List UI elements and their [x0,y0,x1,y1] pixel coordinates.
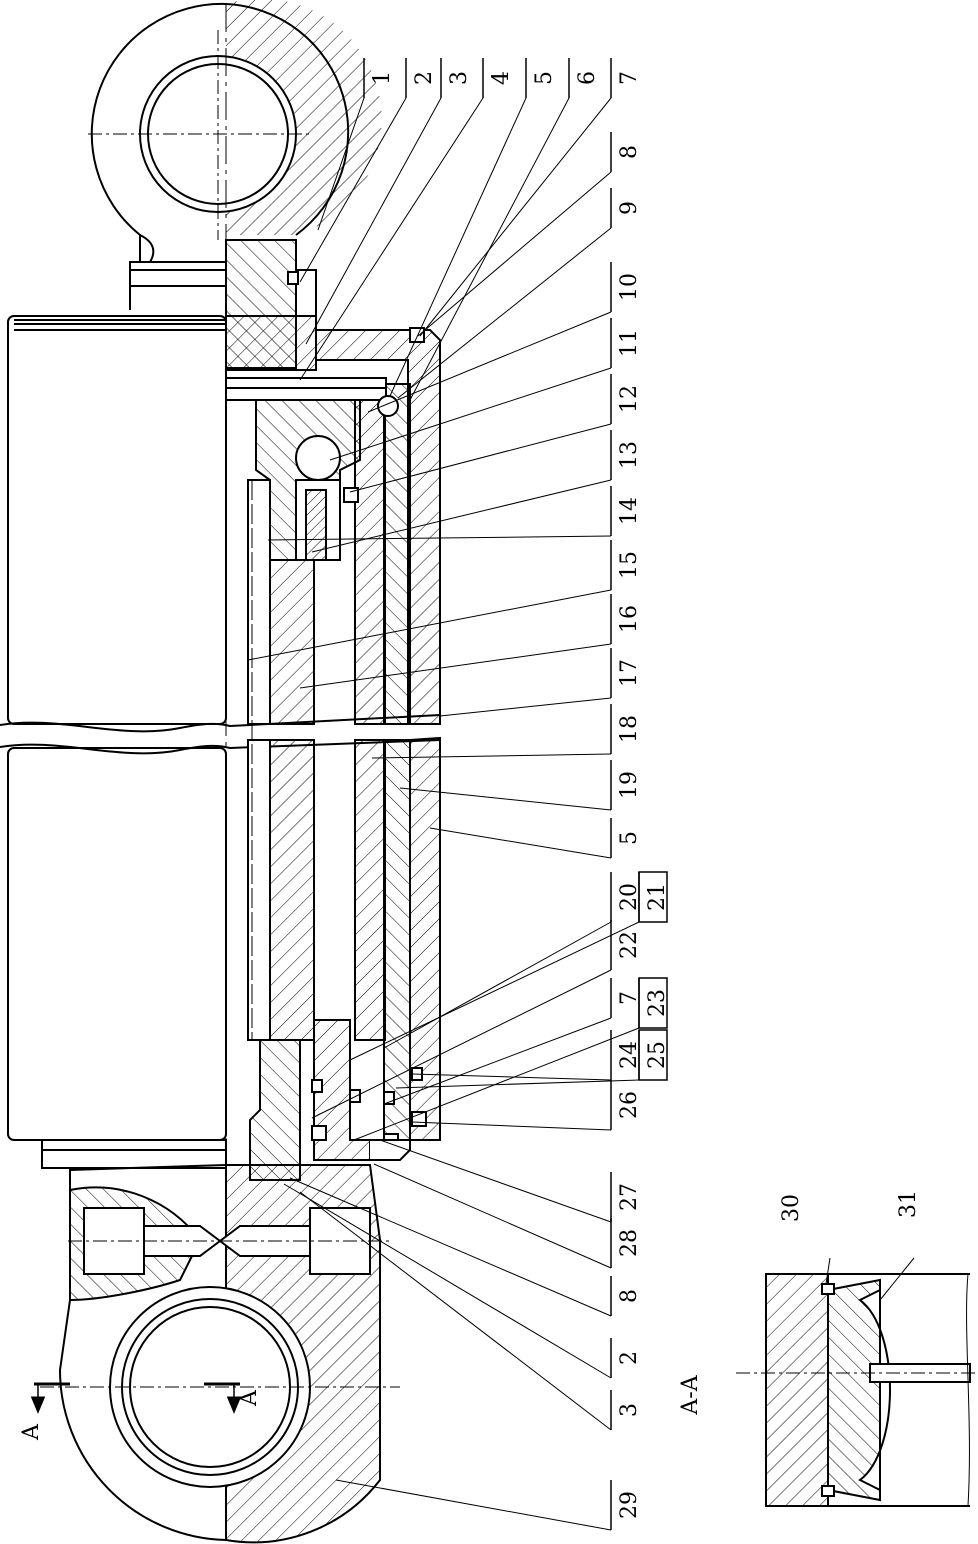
part-label-20-20: 20 [383,872,642,1049]
piston-head-top [225,327,425,561]
part-number-text: 13 [617,441,642,469]
part-label-10-9: 10 [367,262,642,413]
section-mark-left: A [19,1423,44,1441]
part-number-text: 18 [617,715,642,743]
part-number-text: 20 [617,883,642,911]
piston-rod-section [247,399,386,1041]
section-title: A-A [678,1374,703,1415]
part-number-text: 8 [617,1289,642,1303]
part-number-text: 2 [617,1351,642,1365]
part-label-3-32: 3 [299,1191,642,1431]
part-label-4-3: 4 [299,58,514,381]
part-label-3-2: 3 [305,58,472,345]
part-label-16-15: 16 [299,594,642,689]
part-label-19-18: 19 [399,760,642,811]
part-number-text: 29 [617,1491,642,1519]
part-number-text: 10 [617,273,642,301]
part-label-9-8: 9 [397,188,642,399]
part-label-5-4: 5 [389,58,557,397]
part-number-text: 4 [489,71,514,85]
part-number-text: 12 [617,385,642,413]
part-number-text: 27 [617,1183,642,1211]
part-label-5-19: 5 [429,818,642,859]
part-number-text: 6 [575,71,600,85]
part-number-text: 5 [617,831,642,845]
detail-label-31: 31 [896,1190,921,1218]
outer-cylinder-view [0,4,441,1540]
detail-label-30: 30 [779,1194,804,1222]
part-number-text: 1 [370,71,395,85]
part-label-11-10: 11 [329,318,642,461]
part-label-24-25: 24 [411,1030,642,1081]
section-marks [30,1382,242,1414]
part-number-text: 17 [617,659,642,687]
part-label-13-12: 13 [311,430,642,553]
top-eye [88,0,382,310]
part-label-7-6: 7 [419,58,642,337]
part-number-text: 19 [617,771,642,799]
part-number-text: 11 [617,329,642,357]
part-label-15-14: 15 [247,540,642,661]
part-number-text: 9 [617,201,642,215]
part-label-12-11: 12 [349,374,642,493]
part-number-text: 23 [645,989,670,1017]
part-number-text: 5 [532,71,557,85]
part-label-18-17: 18 [371,704,642,759]
part-number-text: 16 [617,605,642,633]
part-label-2-31: 2 [283,1183,642,1379]
piston-bottom [249,1019,427,1181]
part-label-27-28: 27 [379,1139,642,1223]
part-number-text: 15 [617,551,642,579]
part-label-1-0: 1 [317,58,395,231]
section-detail [736,1257,978,1507]
part-number-text: 2 [412,71,437,85]
part-label-26-27: 26 [411,1080,642,1131]
part-label-29-33: 29 [335,1479,642,1531]
part-label-8-30: 8 [289,1177,642,1317]
part-label-22-22: 22 [311,920,642,1119]
part-number-text: 3 [617,1403,642,1417]
part-number-text: 24 [617,1041,642,1069]
part-number-text: 22 [617,931,642,959]
part-label-17-16: 17 [439,648,642,717]
part-label-8-7: 8 [417,132,642,337]
section-mark-right: A [237,1389,262,1407]
part-label-23-24: 23 [353,977,670,1141]
part-number-text: 3 [447,71,472,85]
part-number-text: 25 [645,1041,670,1069]
part-label-28-29: 28 [373,1163,642,1269]
part-number-text: 26 [617,1091,642,1119]
part-label-25-26: 25 [395,1029,670,1089]
part-label-2-1: 2 [299,58,437,283]
part-number-text: 7 [617,991,642,1005]
bottom-base [40,1164,400,1544]
part-number-text: 7 [617,71,642,85]
part-number-text: 21 [645,883,670,911]
part-number-text: 28 [617,1229,642,1257]
part-label-21-21: 21 [349,871,670,1061]
part-label-7-23: 7 [383,978,642,1105]
part-number-text: 14 [617,497,642,525]
part-number-text: 8 [617,145,642,159]
part-label-14-13: 14 [267,486,642,541]
